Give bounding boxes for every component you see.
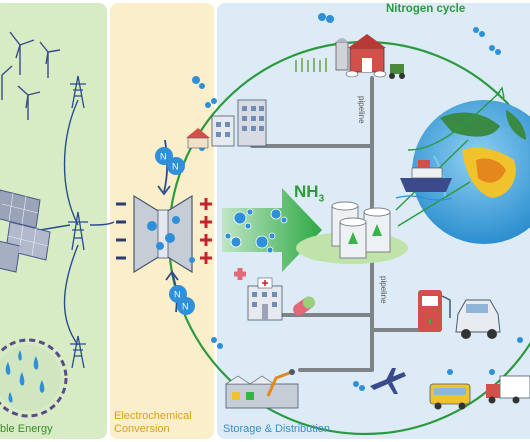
airplane-icon [370,368,406,394]
solar-panel-icon [0,189,51,273]
bus-icon [429,383,471,410]
ammonia-formula: NH [294,182,319,201]
n2-molecule-bottom: N N [169,285,195,315]
ammonia-molecules [224,208,288,254]
storage-tank-icon [296,201,408,264]
svg-text:N: N [174,290,181,300]
pill-icon [293,296,315,316]
storage-distribution-label: Storage & Distribution [223,423,330,435]
nitrogen-cycle-label: Nitrogen cycle [386,3,466,15]
ammonia-subscript: 3 [318,193,325,205]
factory-icon [225,369,299,409]
car-icon [455,299,501,339]
n2-molecule-top: N N [155,147,185,175]
medical-cross-icon [234,268,246,280]
power-pylon-icon [68,75,88,369]
hydro-wheel-icon [0,338,68,418]
ammonia-label: NH3 [294,182,325,205]
truck-icon [486,375,530,404]
farm-icon [295,34,405,79]
negative-terminals [116,202,126,260]
svg-text:N: N [172,162,179,172]
fuel-pump-icon [418,290,451,332]
pipeline-label-top: pipeline [357,96,366,124]
hospital-icon [247,277,283,321]
wind-turbine-icon [1,31,61,120]
floating-molecules [189,13,523,391]
renewable-energy-label: ble Energy [0,423,53,435]
svg-text:N: N [182,302,189,312]
electrochemical-conversion-label: Electrochemical Conversion [114,410,192,435]
pipeline-network [250,76,422,372]
pipeline-label-bottom: pipeline [379,276,388,304]
svg-text:N: N [160,152,167,162]
positive-terminals [200,198,212,264]
office-building-icon [186,99,267,149]
globe-icon [412,100,530,244]
power-lines [39,99,115,346]
renewable-panel [0,3,107,439]
electrolyzer-icon [133,194,193,274]
cargo-ship-icon [395,160,453,201]
